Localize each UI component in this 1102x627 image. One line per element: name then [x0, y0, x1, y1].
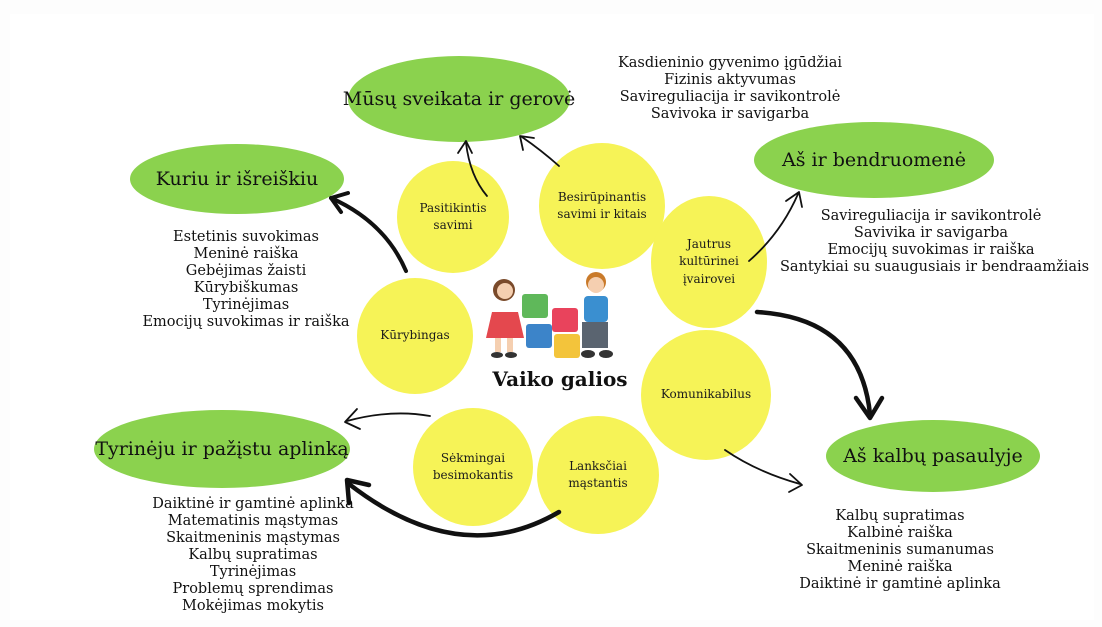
list-item: Gebėjimas žaisti: [185, 263, 307, 279]
quality-communicative-label: Komunikabilus: [660, 387, 752, 402]
list-item: Emocijų suvokimas ir raiška: [827, 242, 1035, 258]
quality-caring-label: Besirūpinantis savimi ir kitais: [557, 189, 647, 221]
list-item: Meninė raiška: [193, 246, 299, 262]
quality-creative-label: Kūrybingas: [380, 328, 450, 343]
arrow-communicative-languages: [724, 449, 801, 485]
area-create: Kuriu ir išreiškiu: [130, 144, 344, 214]
center-title: Vaiko galios: [492, 367, 628, 391]
list-item: Kalbų supratimas: [188, 547, 318, 563]
area-health: Mūsų sveikata ir gerovė: [343, 56, 575, 142]
arrow-flexible-explore-head: [344, 477, 372, 506]
area-explore: Tyrinėju ir pažįstu aplinką: [94, 410, 350, 488]
kids-puzzle-illustration: [486, 272, 613, 358]
arrow-learner-explore-head: [344, 408, 361, 430]
list-item: Daiktinė ir gamtinė aplinka: [152, 496, 354, 512]
arrow-creative-create: [329, 196, 408, 273]
arrow-confident-health: [465, 142, 488, 197]
puzzle-yellow-icon: [554, 334, 580, 358]
list-item: Savivoka ir savigarba: [650, 106, 810, 122]
list-item: Matematinis mąstymas: [167, 513, 339, 529]
boy-shirt-icon: [584, 296, 608, 322]
arrow-sensitive-languages-head: [853, 395, 885, 421]
list-item: Santykiai su suaugusiais ir bendraamžiai…: [780, 259, 1090, 275]
arrow-caring-health: [521, 136, 560, 167]
list-item: Kūrybiškumas: [193, 280, 299, 296]
quality-sensitive-label: Jautrus kultūrinei įvairovei: [679, 236, 739, 286]
list-item: Meninė raiška: [847, 559, 953, 575]
puzzle-green-icon: [522, 294, 548, 318]
girl-face-icon: [497, 283, 513, 299]
arrow-confident-health-head: [457, 140, 473, 154]
puzzle-red-icon: [552, 308, 578, 332]
quality-caring: Besirūpinantis savimi ir kitais: [539, 143, 665, 269]
list-item: Kalbų supratimas: [835, 508, 965, 524]
list-item: Tyrinėjimas: [202, 297, 290, 313]
quality-learner-label: Sėkmingai besimokantis: [432, 450, 514, 482]
girl-dress-icon: [486, 312, 524, 338]
list-health: Kasdieninio gyvenimo įgūdžiai Fizinis ak…: [590, 55, 870, 123]
quality-learner: Sėkmingai besimokantis: [413, 408, 533, 526]
list-item: Kasdieninio gyvenimo įgūdžiai: [617, 55, 843, 71]
list-item: Estetinis suvokimas: [173, 229, 319, 245]
arrow-sensitive-languages: [754, 309, 873, 417]
list-item: Tyrinėjimas: [209, 564, 297, 580]
list-item: Savireguliacija ir savikontrolė: [619, 89, 841, 105]
arrow-creative-create-head: [329, 191, 350, 214]
list-item: Daiktinė ir gamtinė aplinka: [799, 576, 1001, 592]
arrow-flexible-explore: [346, 481, 562, 538]
list-item: Skaitmeninis sumanumas: [806, 542, 994, 558]
list-explore: Daiktinė ir gamtinė aplinka Matematinis …: [118, 496, 388, 615]
arrow-sensitive-community: [748, 193, 799, 262]
area-languages: Aš kalbų pasaulyje: [826, 420, 1040, 492]
arrow-caring-health-head: [519, 135, 535, 151]
list-item: Savireguliacija ir savikontrolė: [820, 208, 1042, 224]
list-item: Emocijų suvokimas ir raiška: [142, 314, 350, 330]
list-item: Mokėjimas mokytis: [182, 598, 324, 614]
list-item: Savivika ir savigarba: [853, 225, 1009, 241]
list-item: Problemų sprendimas: [172, 581, 334, 597]
puzzle-blue-icon: [526, 324, 552, 348]
arrow-learner-explore: [346, 412, 431, 422]
boy-face-icon: [588, 277, 604, 293]
quality-confident: Pasitikintis savimi: [397, 161, 509, 273]
quality-communicative: Komunikabilus: [641, 330, 771, 460]
list-item: Fizinis aktyvumas: [664, 72, 796, 88]
quality-confident-label: Pasitikintis savimi: [419, 200, 487, 232]
quality-flexible-label: Lanksčiai mąstantis: [568, 458, 628, 490]
list-languages: Kalbų supratimas Kalbinė raiška Skaitmen…: [780, 508, 1020, 593]
arrow-sensitive-community-head: [785, 191, 803, 208]
area-community: Aš ir bendruomenė: [754, 122, 994, 198]
arrow-communicative-languages-head: [788, 473, 803, 493]
list-item: Skaitmeninis mąstymas: [166, 530, 340, 546]
list-create: Estetinis suvokimas Meninė raiška Gebėji…: [116, 229, 376, 331]
quality-creative: Kūrybingas: [357, 278, 473, 394]
boy-pants-icon: [582, 322, 608, 348]
list-item: Kalbinė raiška: [847, 525, 953, 541]
list-community: Savireguliacija ir savikontrolė Savivika…: [780, 208, 1090, 276]
quality-sensitive: Jautrus kultūrinei įvairovei: [651, 196, 767, 328]
